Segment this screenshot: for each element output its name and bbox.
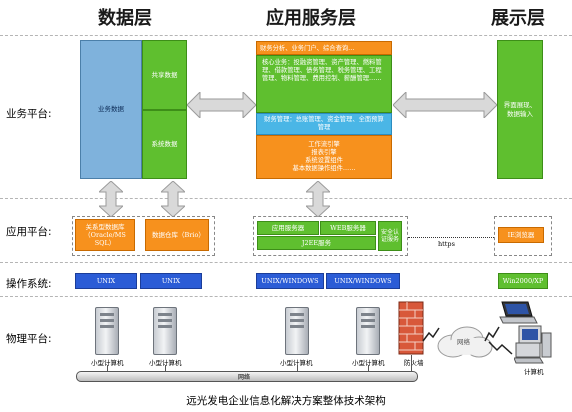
shared-data-block: 共享数据 [142,40,187,110]
app-top-bar: 财务分析、业务门户、综合查询… [256,41,392,55]
connector-line [411,355,412,371]
network-cloud-label: 网络 [457,338,470,346]
computer-icon [514,325,552,364]
separator-line [0,296,572,297]
lightning-icon [484,326,500,342]
settings-component-label: 系统设置组件 [305,157,343,164]
os-unix-1: UNIX [75,273,137,289]
os-windows-label: Win2000/XP [502,276,544,285]
workflow-engine-label: 工作流引擎 [308,141,340,149]
ie-browser-label: IE浏览器 [507,230,535,239]
vertical-double-arrow-icon [306,181,330,217]
os-unix-2: UNIX [140,273,202,289]
os-unix-windows-1: UNIX/WINDOWS [256,273,324,289]
os-unix-windows-1-label: UNIX/WINDOWS [261,276,319,285]
core-business-label: 核心业务：投融资管理、资产管理、燃料管理、借款管理、债务管理、税务管理、工程管理… [262,59,382,82]
vertical-double-arrow-icon [161,181,185,217]
server-label: 小型计算机 [91,359,124,367]
server-icon [356,307,380,355]
computer-label: 计算机 [524,368,544,376]
column-title-data-layer: 数据层 [98,8,152,29]
separator-line [0,262,572,263]
engines-block: 工作流引擎 报表引擎 系统设置组件 基本数据操作组件…… [256,135,392,179]
os-unix-2-label: UNIX [161,276,181,285]
app-server-group [253,216,408,256]
finance-mgmt-label: 财务管理：总账管理、资金管理、全面预算管理 [264,116,384,131]
firewall-icon [398,301,424,355]
relational-db-block: 关系型数据库（Oracle/MS SQL） [75,219,135,251]
row-label-physical: 物理平台: [6,333,52,345]
server-label: 小型计算机 [352,359,385,367]
app-server-label: 应用服务器 [271,223,305,232]
relational-db-label: 关系型数据库（Oracle/MS SQL） [84,222,126,248]
vertical-double-arrow-icon [99,181,123,217]
ie-browser-block: IE浏览器 [498,227,544,243]
j2ee-label: J2EE服务 [301,238,332,247]
data-warehouse-label: 数据仓库（Brio） [152,230,205,239]
web-server-block: WEB服务器 [320,221,376,235]
app-server-block: 应用服务器 [257,221,319,235]
finance-mgmt-block: 财务管理：总账管理、资金管理、全面预算管理 [256,113,392,135]
separator-line [0,198,572,199]
data-warehouse-block: 数据仓库（Brio） [145,219,209,251]
server-label: 小型计算机 [149,359,182,367]
data-op-component-label: 基本数据操作组件…… [292,164,356,172]
server-icon [95,307,119,355]
os-unix-windows-2-label: UNIX/WINDOWS [334,276,392,285]
system-data-block: 系统数据 [142,110,187,179]
https-link-line [408,237,494,238]
os-unix-1-label: UNIX [96,276,116,285]
security-block: 安全认证服务 [378,221,402,251]
business-data-block: 业务数据 [80,40,142,179]
presentation-label: 界面展现、数据输入 [503,101,537,118]
lan-pipe [76,371,418,382]
os-unix-windows-2: UNIX/WINDOWS [326,273,400,289]
os-windows: Win2000/XP [498,273,548,289]
lan-label: 网络 [238,374,251,381]
https-label: https [438,240,455,248]
lightning-icon [488,341,513,355]
row-label-application: 应用平台: [6,226,52,238]
report-engine-label: 报表引擎 [311,149,337,157]
shared-data-label: 共享数据 [151,70,178,79]
double-arrow-icon [393,92,497,118]
app-platform-group [72,216,215,256]
server-icon [285,307,309,355]
double-arrow-icon [187,92,256,118]
presentation-block: 界面展现、数据输入 [497,40,543,179]
connector-line [107,365,108,371]
cloud-icon [437,326,493,358]
firewall-label: 防火墙 [404,359,424,367]
connector-line [165,365,166,371]
server-icon [153,307,177,355]
connector-line [368,365,369,371]
web-server-label: WEB服务器 [330,223,366,232]
app-top-bar-label: 财务分析、业务门户、综合查询… [260,45,355,52]
business-data-label: 业务数据 [98,105,124,114]
diagram-caption: 远光发电企业信息化解决方案整体技术架构 [186,395,386,407]
column-title-present-layer: 展示层 [491,8,545,29]
j2ee-block: J2EE服务 [257,236,376,250]
server-label: 小型计算机 [280,359,313,367]
separator-line [0,35,572,36]
core-business-block: 核心业务：投融资管理、资产管理、燃料管理、借款管理、债务管理、税务管理、工程管理… [256,55,392,113]
connector-line [297,365,298,371]
browser-group [494,216,552,256]
laptop-icon [499,301,538,324]
row-label-os: 操作系统: [6,278,52,290]
system-data-label: 系统数据 [151,140,178,149]
security-label: 安全认证服务 [380,228,399,244]
row-label-business: 业务平台: [6,108,52,120]
lightning-icon [422,327,440,342]
column-title-app-layer: 应用服务层 [266,8,356,29]
